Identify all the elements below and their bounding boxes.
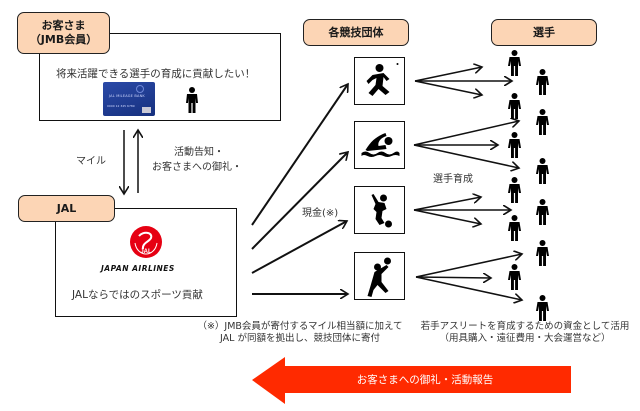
feedback-label-line1: 活動告知・ — [174, 147, 224, 158]
return-arrow-shape — [252, 357, 571, 404]
athlete-person-icon — [508, 215, 521, 241]
runner-icon — [366, 63, 399, 96]
athlete-person-icon — [536, 295, 549, 321]
athlete-person-icon — [508, 93, 521, 119]
jal-tagline: JALならではのスポーツ貢献 — [72, 289, 203, 301]
return-arrow-label: お客さまへの御礼・活動報告 — [356, 374, 494, 386]
athlete-person-icon — [508, 177, 521, 203]
athlete-fan-football — [413, 197, 511, 224]
jal-logo-text: JAL — [140, 249, 152, 255]
feedback-label-line2: お客さまへの御礼・ — [152, 162, 242, 173]
card-number: 0000 12 345 6789 — [107, 104, 135, 108]
card-name: JAL MILEAGE BANK — [109, 94, 145, 98]
customer-label: お客さま （JMB会員） — [17, 12, 110, 54]
athlete-person-icon — [536, 69, 549, 95]
customer-wish: 将来活躍できる選手の育成に貢献したい！ — [56, 68, 256, 80]
athlete-person-icon — [536, 109, 549, 135]
swimmer-icon — [361, 133, 400, 157]
cash-arrow-swimming — [251, 152, 348, 250]
sport-box-swimming — [354, 121, 405, 169]
athlete-person-icon — [536, 240, 549, 266]
usage-note: 若手アスリートを育成するための資金として活用 （用具購入・遠征費用・大会運営など… — [418, 321, 632, 345]
athlete-person-icon — [508, 50, 521, 76]
organizations-label: 各競技団体 — [303, 19, 409, 46]
cash-note: （※）JMB会員が寄付するマイル相当額に加えて JAL が同額を拠出し、競技団体… — [195, 321, 405, 345]
soccer-icon — [371, 194, 392, 228]
athletes-label: 選手 — [491, 19, 597, 46]
cash-arrow-football — [251, 221, 347, 274]
customer-label-line1: お客さま — [41, 19, 86, 32]
cash-arrow-running — [251, 84, 348, 226]
athlete-fan-volleyball — [415, 254, 522, 300]
usage-note-line1: 若手アスリートを育成するための資金として活用 — [420, 321, 630, 332]
athlete-fan-running — [414, 67, 512, 95]
cash-note-line1: （※）JMB会員が寄付するマイル相当額に加えて — [197, 321, 403, 332]
jal-airline-name: JAPAN AIRLINES — [101, 264, 175, 273]
athlete-person-icon — [508, 264, 521, 290]
sport-box-running — [354, 57, 405, 105]
development-label: 選手育成 — [433, 174, 473, 185]
sport-box-football — [354, 186, 405, 234]
athlete-person-icon — [508, 132, 521, 158]
jmb-card: JAL MILEAGE BANK 0000 12 345 6789 — [103, 82, 155, 116]
athlete-fan-swimming — [413, 121, 519, 168]
volleyball-icon — [367, 257, 391, 297]
cash-note-line2: JAL が同額を拠出し、競技団体に寄付 — [220, 333, 380, 344]
crane-emblem-icon — [136, 85, 144, 93]
jal-label: JAL — [18, 195, 115, 222]
card-chip — [142, 107, 151, 113]
athlete-person-icon — [536, 199, 549, 225]
athlete-person-icon — [536, 158, 549, 184]
usage-note-line2: （用具購入・遠征費用・大会運営など） — [439, 333, 611, 344]
customer-label-line2: （JMB会員） — [29, 33, 98, 46]
cash-label: 現金(※) — [302, 208, 339, 219]
sport-box-volleyball — [354, 252, 405, 300]
miles-label: マイル — [76, 156, 106, 167]
jal-crane-logo-icon: JAL — [130, 226, 162, 258]
customer-person-icon — [186, 87, 198, 113]
